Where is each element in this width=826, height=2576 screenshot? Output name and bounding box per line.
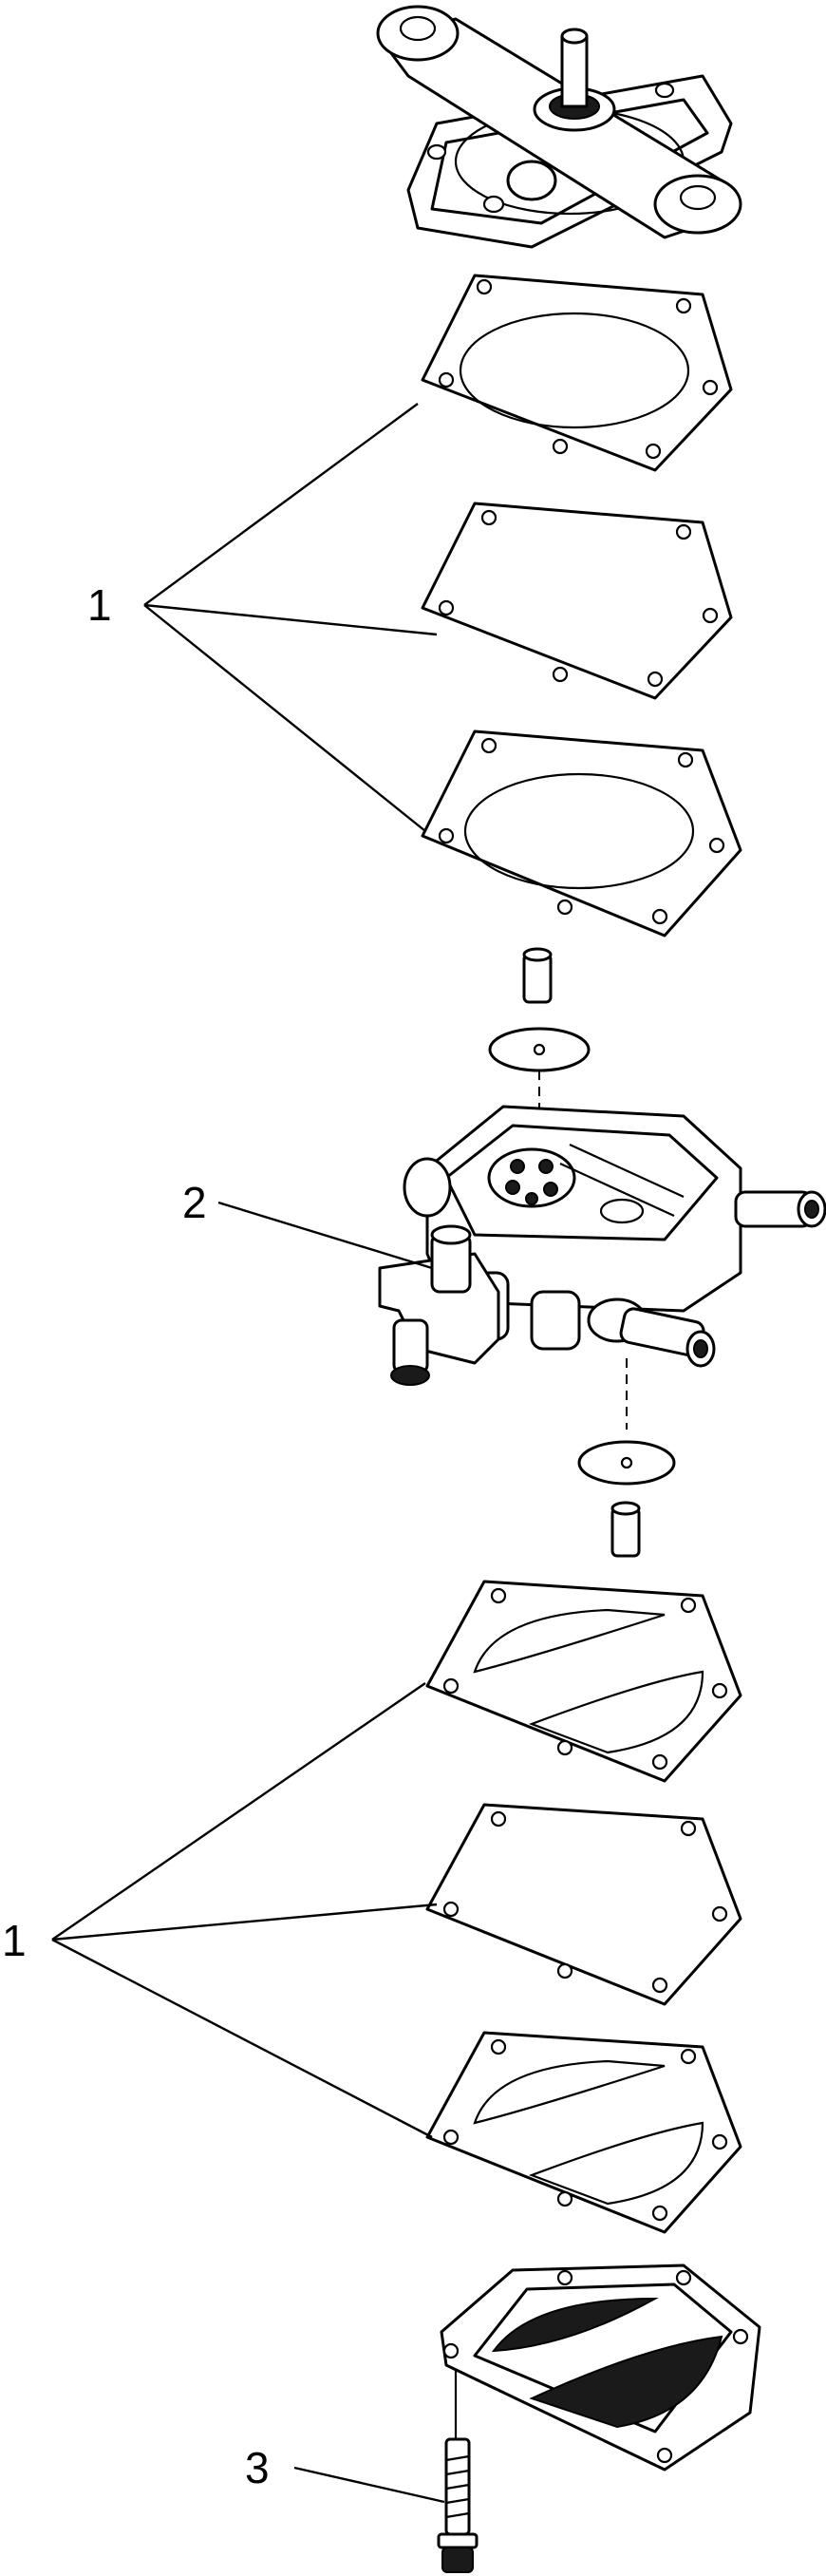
check-valve-upper	[488, 947, 591, 1178]
check-valve-lower	[577, 1358, 676, 1558]
top-cover-assembly	[376, 5, 742, 249]
callout-1-lower: 1	[2, 1916, 27, 1965]
diaphragm-bottom-2	[425, 1803, 742, 2006]
gasket-top-1	[421, 274, 733, 472]
pump-body	[378, 1105, 826, 1386]
diaphragm-top-2	[421, 502, 733, 700]
callout-2: 2	[182, 1178, 207, 1227]
callout-1-upper: 1	[87, 580, 112, 630]
gasket-bottom-1	[425, 1580, 742, 1783]
callout-3: 3	[245, 2443, 270, 2492]
leader-lines	[51, 403, 445, 2504]
gasket-top-3	[421, 729, 742, 938]
screw	[437, 2370, 479, 2573]
bottom-cover	[440, 2263, 761, 2472]
gasket-bottom-3	[425, 2031, 742, 2234]
